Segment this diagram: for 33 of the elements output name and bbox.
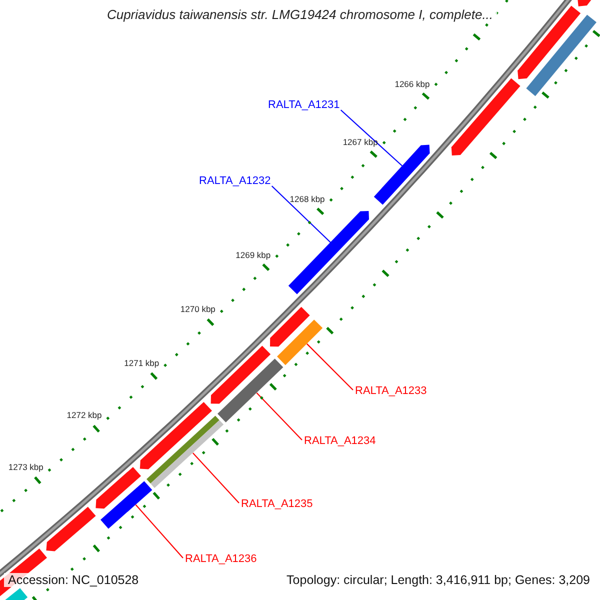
- gene-segment: [518, 6, 581, 80]
- gene-block: [526, 14, 596, 96]
- leader-line: [192, 452, 240, 504]
- scale-label: 1270 kbp: [180, 304, 216, 314]
- gene-label: RALTA_A1234: [304, 435, 376, 448]
- gene-segment: [140, 402, 212, 470]
- gene-segment: [46, 506, 96, 552]
- gene-block: [218, 358, 284, 422]
- scale-label: 1268 kbp: [290, 194, 325, 204]
- scale-label: 1272 kbp: [66, 410, 102, 420]
- scale-label: 1269 kbp: [236, 250, 271, 260]
- gene-segment: [451, 78, 520, 156]
- leader-line: [340, 110, 403, 166]
- scale-label: 1267 kbp: [342, 137, 378, 148]
- gene-label: RALTA_A1236: [185, 553, 257, 566]
- leader-line: [306, 343, 354, 390]
- gene-block: [100, 481, 152, 529]
- gene-label: RALTA_A1235: [241, 498, 313, 511]
- gene-block: [146, 416, 224, 488]
- gene-segment: [96, 467, 141, 509]
- scale-label: 1273 kbp: [8, 462, 44, 472]
- leader-line: [256, 392, 302, 440]
- gene-segment: [288, 211, 369, 294]
- gene-segment: [210, 346, 271, 404]
- leader-line: [135, 504, 184, 558]
- gene-segment: [270, 306, 310, 347]
- leader-line: [271, 186, 331, 243]
- gene-label: RALTA_A1233: [355, 385, 427, 398]
- scale-label: 1271 kbp: [124, 358, 160, 368]
- gene-block: [277, 320, 323, 366]
- gene-label: RALTA_A1231: [268, 99, 340, 112]
- scale-label: 1266 kbp: [394, 79, 430, 90]
- gene-label: RALTA_A1232: [199, 175, 271, 188]
